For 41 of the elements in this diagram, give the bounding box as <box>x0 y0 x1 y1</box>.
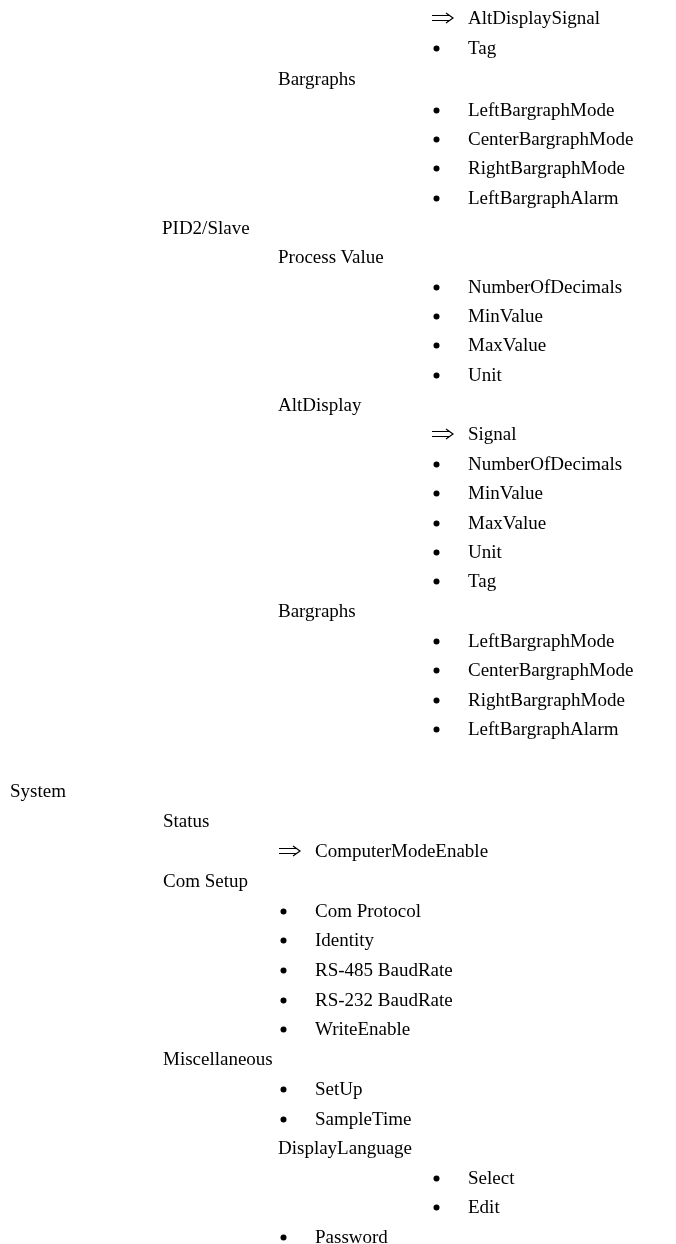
menu-heading: Process Value <box>278 246 384 268</box>
menu-item: RS-485 BaudRate <box>315 959 453 981</box>
menu-item: Tag <box>468 570 497 592</box>
menu-item: MinValue <box>468 482 543 504</box>
menu-heading: Bargraphs <box>278 68 356 90</box>
menu-item: AltDisplaySignal <box>468 7 600 29</box>
menu-item: RightBargraphMode <box>468 157 625 179</box>
menu-item: WriteEnable <box>315 1018 411 1040</box>
menu-item: SetUp <box>315 1078 363 1100</box>
menu-item: RS-232 BaudRate <box>315 989 453 1011</box>
menu-item: LeftBargraphAlarm <box>468 718 619 740</box>
menu-item: SampleTime <box>315 1108 412 1130</box>
menu-item: Unit <box>468 364 502 386</box>
menu-item: LeftBargraphMode <box>468 630 615 652</box>
menu-item: Tag <box>468 37 497 59</box>
menu-heading: AltDisplay <box>278 394 362 416</box>
menu-item: NumberOfDecimals <box>468 276 623 298</box>
menu-heading: Bargraphs <box>278 600 356 622</box>
menu-item: MinValue <box>468 305 543 327</box>
menu-heading: PID2/Slave <box>162 217 250 239</box>
menu-heading: System <box>10 780 66 802</box>
menu-item: ComputerModeEnable <box>315 840 489 862</box>
menu-heading: Miscellaneous <box>163 1048 273 1070</box>
menu-item: LeftBargraphMode <box>468 99 615 121</box>
menu-item: Password <box>315 1226 388 1244</box>
menu-item: Select <box>468 1167 515 1189</box>
menu-item: Edit <box>468 1196 500 1218</box>
menu-item: MaxValue <box>468 334 547 356</box>
menu-item: Com Protocol <box>315 900 422 922</box>
menu-heading: Com Setup <box>163 870 248 892</box>
menu-item: NumberOfDecimals <box>468 453 623 475</box>
menu-item: LeftBargraphAlarm <box>468 187 619 209</box>
menu-item: Identity <box>315 929 375 951</box>
menu-item: CenterBargraphMode <box>468 128 634 150</box>
menu-item: MaxValue <box>468 512 547 534</box>
menu-heading: Status <box>163 810 210 832</box>
menu-item: Signal <box>468 423 517 445</box>
menu-item: CenterBargraphMode <box>468 659 634 681</box>
menu-item: RightBargraphMode <box>468 689 625 711</box>
menu-item: Unit <box>468 541 502 563</box>
menu-heading: DisplayLanguage <box>278 1137 412 1159</box>
